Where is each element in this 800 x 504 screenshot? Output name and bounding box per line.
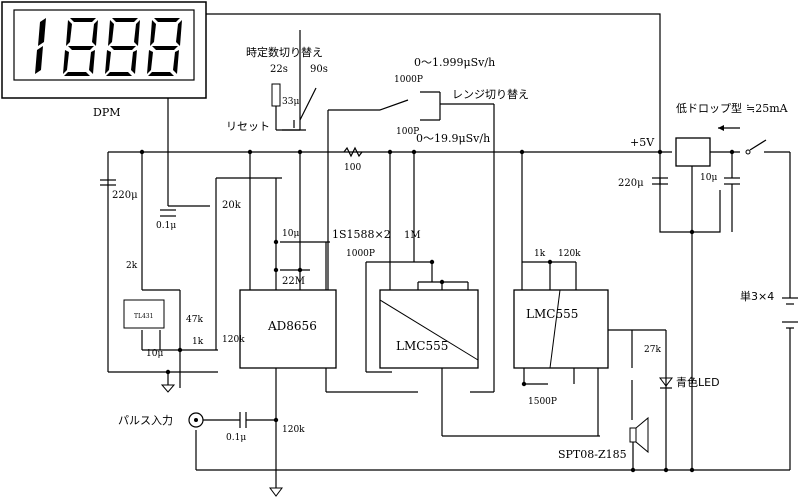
dpm-digit-8b — [105, 18, 140, 76]
ic-lmc555-a-label: LMC555 — [396, 339, 448, 353]
label-r22m: 22M — [282, 276, 305, 287]
label-r120k-b: 120k — [222, 335, 245, 345]
label-cap-1000p-a: 1000P — [394, 75, 423, 85]
dpm-display: DPM — [1, 1, 207, 119]
label-r120k-a: 120k — [558, 249, 581, 259]
label-r20k: 20k — [222, 200, 242, 211]
junctions — [139, 149, 735, 473]
label-cap-01u-b: 0.1μ — [226, 433, 246, 443]
label-cap-1500p: 1500P — [528, 397, 557, 407]
label-cap-10u-right: 10μ — [700, 173, 717, 183]
label-r1k-b: 1k — [192, 337, 204, 347]
label-cap-10u-bottom: 10μ — [146, 349, 163, 359]
ic-lmc555-a: LMC555 — [379, 289, 479, 369]
label-plus5v: +5V — [630, 136, 655, 149]
label-r1m: 1M — [404, 230, 421, 241]
labels: 時定数切り替え 22s 90s 33μ リセット 0～1.999μSv/h 10… — [112, 45, 789, 461]
label-time-22s: 22s — [270, 64, 288, 75]
label-time-90s: 90s — [310, 64, 328, 75]
label-current: ≒25mA — [746, 102, 789, 115]
ic-ad8656-label: AD8656 — [267, 319, 317, 333]
dpm-digit-1 — [35, 18, 46, 74]
label-cap-33u: 33μ — [282, 97, 299, 107]
label-r27k: 27k — [644, 345, 661, 355]
dpm-label: DPM — [93, 106, 120, 119]
label-cap-10u-mid: 10μ — [282, 229, 299, 239]
label-r100: 100 — [344, 163, 361, 173]
ic-lmc555-b-label: LMC555 — [526, 307, 578, 321]
label-cap-220u-right: 220μ — [618, 178, 644, 189]
label-cap-1000p-b: 1000P — [346, 249, 375, 259]
dpm-digit-8a — [63, 18, 98, 76]
label-time-const-switch: 時定数切り替え — [246, 45, 323, 59]
label-range-switch: レンジ切り替え — [452, 87, 529, 101]
label-range-high: 0～1.999μSv/h — [414, 56, 495, 69]
label-range-low: 0～19.9μSv/h — [416, 132, 490, 145]
ic-ad8656: AD8656 — [239, 289, 337, 369]
label-reset: リセット — [226, 120, 270, 133]
label-cap-100p: 100P — [396, 127, 419, 137]
label-low-drop: 低ドロップ型 — [676, 101, 742, 115]
label-r1k-a: 1k — [534, 249, 546, 259]
label-cap-220u-left: 220μ — [112, 190, 138, 201]
label-blue-led: 青色LED — [676, 375, 720, 389]
dpm-digit-8c — [147, 18, 182, 76]
label-diode-1s1588: 1S1588×2 — [332, 228, 391, 241]
ic-lmc555-b: LMC555 — [513, 289, 609, 369]
label-r47k: 47k — [186, 315, 203, 325]
label-r2k: 2k — [126, 261, 138, 271]
label-speaker: SPT08-Z185 — [558, 448, 627, 461]
label-battery: 単3×4 — [740, 289, 774, 303]
label-tl431: TL431 — [134, 313, 153, 320]
label-pulse-in: パルス入力 — [118, 414, 173, 427]
label-r120k-c: 120k — [282, 425, 305, 435]
label-cap-01u-a: 0.1μ — [156, 221, 176, 231]
